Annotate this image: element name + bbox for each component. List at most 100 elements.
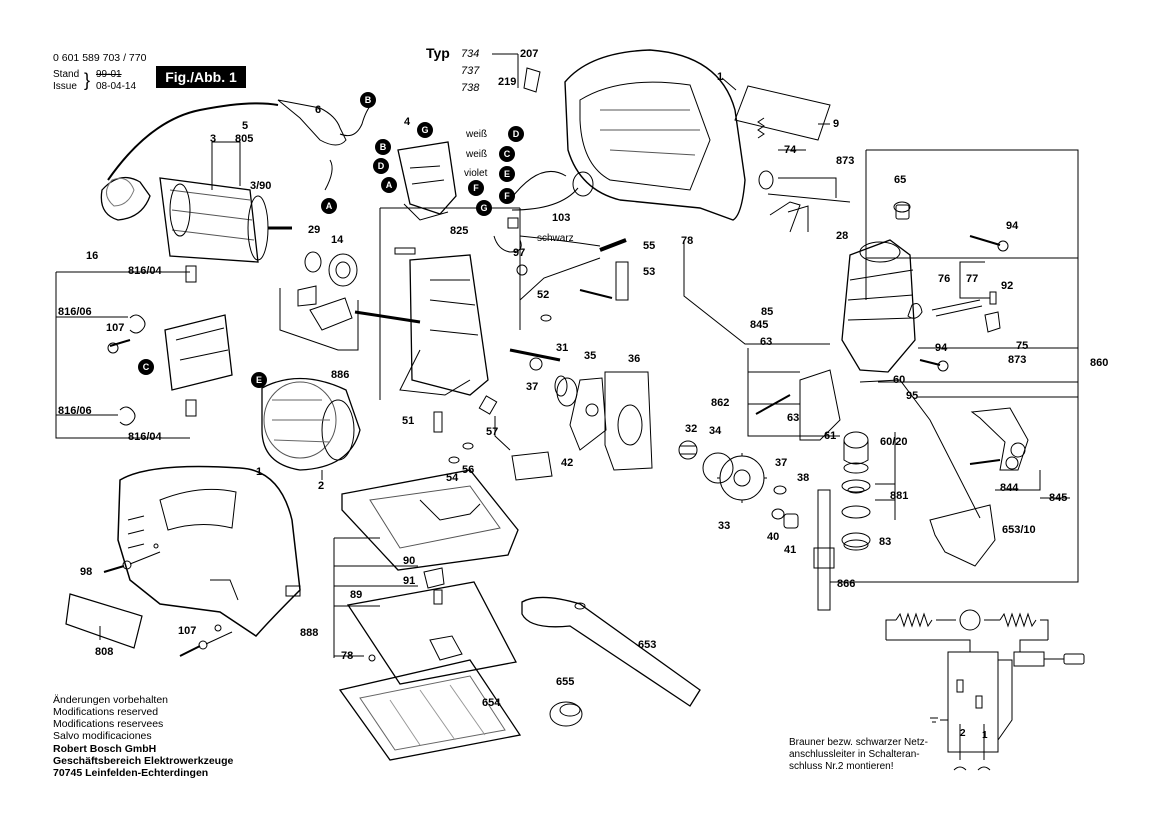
part-number-label: 103 — [552, 212, 571, 224]
part-number-label: 65 — [894, 174, 907, 186]
connector-label: E — [504, 169, 510, 179]
part-number-label: 881 — [890, 490, 909, 502]
part-number-label: 34 — [709, 425, 722, 437]
part-number-label: 29 — [308, 224, 321, 236]
connector-label: G — [421, 125, 428, 135]
part-number-label: 805 — [235, 133, 254, 145]
brush-holder — [164, 314, 233, 391]
part-number-label: 219 — [498, 76, 517, 88]
power-plug — [100, 176, 151, 221]
part-number-label: 654 — [482, 697, 501, 709]
part-number-label: 37 — [775, 457, 788, 469]
wiring-note-line: Brauner bezw. schwarzer Netz- — [789, 737, 928, 748]
issue-label: Issue — [53, 81, 77, 92]
part-number-label: 91 — [403, 575, 416, 587]
part-number-label: 816/06 — [58, 405, 92, 417]
part-number-label: 107 — [178, 625, 197, 637]
chassis-plate — [409, 254, 489, 396]
part-number-label: 845 — [1049, 492, 1068, 504]
issue-value: 08-04-14 — [96, 81, 137, 92]
part-number-label: 85 — [761, 306, 774, 318]
part-number-label: 51 — [402, 415, 415, 427]
part-number-label: 32 — [685, 423, 698, 435]
dust-extraction-tube — [521, 596, 701, 707]
part-number-label: 42 — [561, 457, 574, 469]
connector-label: D — [378, 161, 385, 171]
part-number-label: 78 — [681, 235, 694, 247]
part-number-label: 1 — [256, 466, 263, 478]
switch-block — [397, 141, 457, 215]
part-207-clip — [523, 67, 541, 93]
connector-label: F — [473, 183, 479, 193]
connector-label: B — [380, 142, 387, 152]
part-number-label: 36 — [628, 353, 641, 365]
part-number-label: 107 — [106, 322, 125, 334]
part-number-label: 816/04 — [128, 265, 162, 277]
part-number-label: 16 — [86, 250, 99, 262]
part-number-label: 90 — [403, 555, 416, 567]
part-number-label: 808 — [95, 646, 114, 658]
part-number-label: 816/04 — [128, 431, 162, 443]
connector-label: F — [504, 191, 510, 201]
part-number-label: 97 — [513, 247, 526, 259]
part-number-label: 41 — [784, 544, 797, 556]
part-number-label: 9 — [833, 118, 840, 130]
part-number-label: 4 — [404, 116, 411, 128]
part-number-label: 74 — [784, 144, 797, 156]
connector-label: E — [256, 375, 262, 385]
part-number-label: 38 — [797, 472, 810, 484]
part-number-label: 94 — [1006, 220, 1019, 232]
part-number-label: 37 — [526, 381, 539, 393]
part-number-label: 655 — [556, 676, 575, 688]
typ-code: 737 — [461, 65, 480, 77]
part-number-label: 89 — [350, 589, 363, 601]
part-number-label: 3/90 — [250, 180, 272, 192]
housing-half-right — [564, 49, 746, 221]
connector-label: G — [480, 203, 487, 213]
part-653-10-cover — [929, 504, 996, 567]
part-number-label: 92 — [1001, 280, 1014, 292]
part-number-label: 2 — [318, 480, 325, 492]
footer-line: Salvo modificaciones — [53, 730, 152, 742]
part-number-label: 63 — [760, 336, 773, 348]
part-number-label: 33 — [718, 520, 731, 532]
field-stator — [261, 377, 361, 471]
footer-line: Änderungen vorbehalten — [53, 694, 169, 706]
wiring-note-line: schluss Nr.2 montieren! — [789, 761, 894, 772]
brace-glyph: } — [84, 70, 91, 90]
typ-label: Typ — [426, 45, 450, 61]
part-number-label: 653 — [638, 639, 657, 651]
footer-company: Robert Bosch GmbH — [53, 743, 157, 755]
part-number-label: 862 — [711, 397, 730, 409]
footer-line: Modifications reserved — [53, 706, 159, 718]
part-number-label: 6 — [315, 104, 322, 116]
part-number-label: 61 — [824, 430, 837, 442]
wiring-note-line: anschlussleiter in Schalteran- — [789, 749, 920, 760]
part-number-label: 75 — [1016, 340, 1029, 352]
footer-line: Modifications reservees — [53, 718, 164, 730]
part-number-label: 60 — [893, 374, 906, 386]
part-number-label: 31 — [556, 342, 569, 354]
part-number-label: 63 — [787, 412, 800, 424]
part-number-label: 56 — [462, 464, 475, 476]
wire-label: weiß — [466, 149, 488, 160]
connector-label: C — [143, 362, 150, 372]
part-number-label: 816/06 — [58, 306, 92, 318]
part-number-label: 28 — [836, 230, 849, 242]
part-number-label: 95 — [906, 390, 919, 402]
wire-label: weiß — [466, 129, 488, 140]
connector-label: A — [386, 180, 393, 190]
part-number-label: 5 — [242, 120, 249, 132]
part-number: 0 601 589 703 / 770 — [53, 52, 147, 64]
part-number-label: 98 — [80, 566, 93, 578]
wire-label: violet — [464, 168, 488, 179]
part-number-label: 55 — [643, 240, 656, 252]
part-number-label: 888 — [300, 627, 319, 639]
part-number-label: 873 — [836, 155, 855, 167]
part-number-label: 844 — [1000, 482, 1019, 494]
part-number-label: 873 — [1008, 354, 1027, 366]
gear-housing — [841, 239, 916, 373]
stand-label: Stand — [53, 69, 80, 80]
connector-label: A — [326, 201, 333, 211]
